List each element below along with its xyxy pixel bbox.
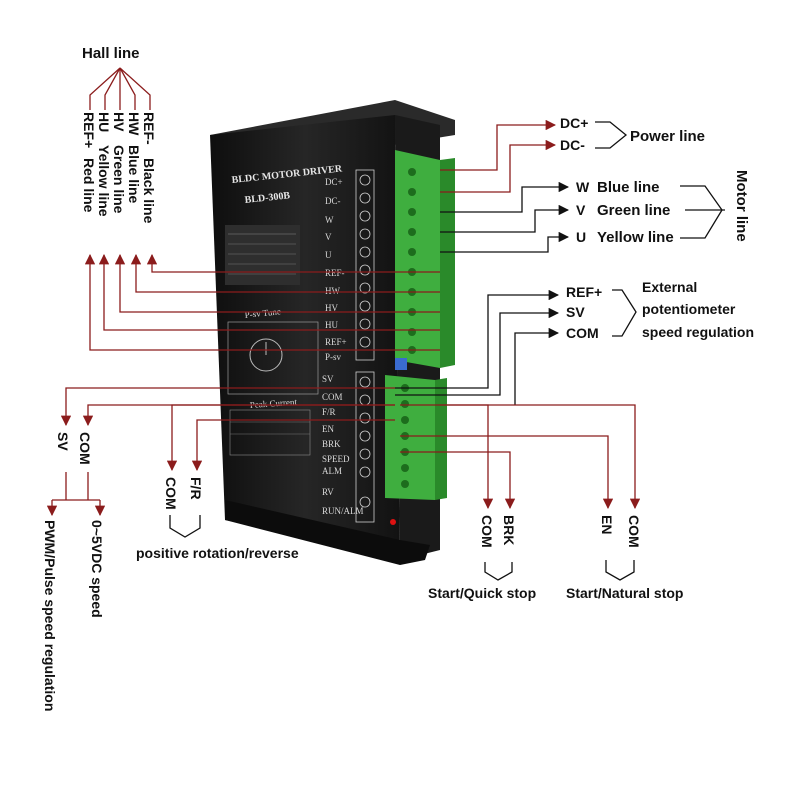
pot-pin-com: COM	[566, 325, 599, 341]
pot-pin-ref-plus: REF+	[566, 284, 602, 300]
peak-table	[229, 409, 311, 456]
motor-color-green: Green line	[597, 202, 670, 219]
enable-desc: Start/Natural stop	[566, 585, 683, 601]
hall-line-title: Hall line	[82, 45, 140, 62]
pot-pin-sv: SV	[566, 304, 585, 320]
terminal-block-top	[395, 150, 455, 368]
terminal-block-bottom	[385, 375, 447, 500]
term-label: HU	[325, 320, 338, 330]
term-label: SPEED	[322, 454, 350, 464]
term-label: HV	[325, 303, 338, 313]
term-label: RV	[322, 487, 334, 497]
brake-pin-com: COM	[479, 515, 495, 548]
term-label: BRK	[322, 439, 341, 449]
motor-color-blue: Blue line	[597, 179, 660, 196]
terminal-labels-top: DC+ DC- W V U REF- HW HV HU REF+ P-sv	[325, 177, 347, 362]
tune-knob-icon	[249, 338, 283, 372]
speed-desc-volt: 0~5VDC speed	[89, 520, 105, 618]
hall-color-black: Black line	[141, 158, 157, 224]
pot-desc-3: speed regulation	[642, 324, 754, 340]
power-line-group: DC+ DC- Power line	[440, 115, 705, 193]
potentiometer-group: REF+ SV COM External potentiometer speed…	[395, 279, 754, 405]
term-label: SV	[322, 374, 334, 384]
status-led-icon	[390, 519, 396, 525]
speed-pin-sv: SV	[55, 432, 71, 451]
spec-sticker	[225, 225, 300, 285]
screw-column	[355, 169, 375, 523]
speed-desc-pwm: PWM/Pulse speed regulation	[42, 520, 58, 711]
term-label: HW	[325, 286, 340, 296]
power-line-title: Power line	[630, 128, 705, 145]
speed-input-group: SV COM PWM/Pulse speed regulation 0~5VDC…	[42, 387, 395, 711]
term-label: REF+	[325, 337, 347, 347]
term-label: DC-	[325, 196, 341, 206]
hall-pin-hu: HU	[96, 112, 112, 132]
device-model: BLD-300B	[244, 190, 291, 206]
terminal-labels-bottom: SV COM F/R EN BRK SPEED ALM RV RUN/ALM	[322, 374, 364, 516]
hall-pin-ref-minus: REF-	[141, 112, 157, 145]
speed-pin-com: COM	[77, 432, 93, 465]
motor-pin-v: V	[576, 202, 586, 218]
direction-pin-com: COM	[163, 477, 179, 510]
enable-pin-en: EN	[599, 515, 615, 534]
term-label: V	[325, 232, 332, 242]
term-label: EN	[322, 424, 334, 434]
hall-color-yellow: Yellow line	[96, 145, 112, 217]
pot-desc-2: potentiometer	[642, 301, 736, 317]
hall-color-red: Red line	[81, 158, 97, 213]
term-label: F/R	[322, 407, 336, 417]
hall-color-green: Green line	[111, 145, 127, 214]
direction-group: COM F/R positive rotation/reverse	[136, 404, 395, 561]
motor-pin-u: U	[576, 229, 586, 245]
peak-label: Peak Current	[249, 397, 297, 410]
term-label: W	[325, 215, 334, 225]
motor-driver-device: BLDC MOTOR DRIVER BLD-300B P-sv Tune Pea…	[210, 100, 455, 565]
motor-line-group: W V U Blue line Green line Yellow line M…	[440, 170, 750, 253]
power-pin-dc-plus: DC+	[560, 115, 588, 131]
hall-line-group: Hall line REF+ HU HV HW REF- Red line Ye…	[81, 45, 440, 351]
enable-pin-com: COM	[626, 515, 642, 548]
motor-line-title: Motor line	[733, 170, 750, 242]
term-label: RUN/ALM	[322, 506, 364, 516]
hall-pin-hw: HW	[126, 112, 142, 136]
term-label: U	[325, 250, 332, 260]
term-label: ALM	[322, 466, 342, 476]
pot-desc-1: External	[642, 279, 697, 295]
terminal-screws	[401, 168, 416, 488]
direction-desc: positive rotation/reverse	[136, 545, 299, 561]
hall-pin-ref-plus: REF+	[81, 112, 97, 148]
hall-pin-hv: HV	[111, 112, 127, 132]
power-pin-dc-minus: DC-	[560, 137, 585, 153]
term-label: P-sv	[325, 352, 342, 362]
knob-title: P-sv Tune	[244, 306, 281, 320]
brake-desc: Start/Quick stop	[428, 585, 536, 601]
term-label: DC+	[325, 177, 343, 187]
knob-table	[227, 321, 319, 395]
enable-group: EN COM Start/Natural stop	[400, 404, 683, 601]
hall-color-blue: Blue line	[126, 145, 142, 204]
brake-pin-brk: BRK	[501, 515, 517, 545]
motor-pin-w: W	[576, 179, 590, 195]
term-label: REF-	[325, 268, 345, 278]
motor-color-yellow: Yellow line	[597, 229, 674, 246]
potentiometer-icon	[395, 358, 407, 370]
term-label: COM	[322, 392, 343, 402]
direction-pin-fr: F/R	[188, 477, 204, 500]
